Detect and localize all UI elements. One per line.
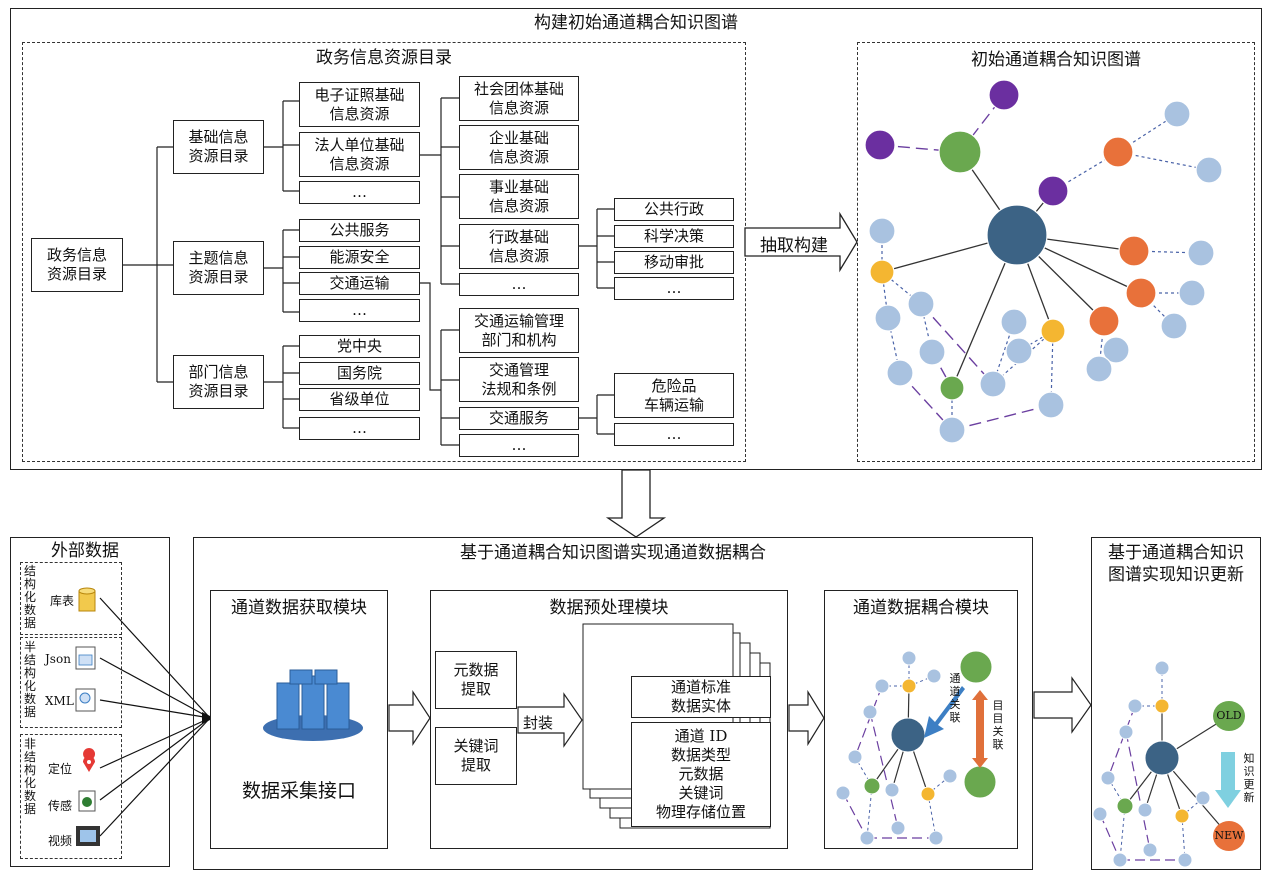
couple-module xyxy=(824,590,1018,849)
service-item: 危险品 车辆运输 xyxy=(614,373,734,418)
basic-item: 法人单位基础 信息资源 xyxy=(299,132,420,177)
catalog-root-node: 政务信息 资源目录 xyxy=(31,238,123,292)
acquire-caption: 数据采集接口 xyxy=(241,780,356,802)
admin-item: … xyxy=(614,277,734,300)
service-item: … xyxy=(614,423,734,446)
structured-label: 结构化数据 xyxy=(23,564,36,630)
extract-label: 抽取构建 xyxy=(760,236,828,256)
update-frame xyxy=(1091,537,1261,870)
json-label: Json xyxy=(45,652,71,666)
theme-item: … xyxy=(299,299,420,322)
dept-item: … xyxy=(299,417,420,440)
acquire-module xyxy=(210,590,388,849)
semi-structured-label: 半结构化数据 xyxy=(23,640,36,719)
legal-item: 行政基础 信息资源 xyxy=(459,224,579,269)
dept-item: 省级单位 xyxy=(299,388,420,411)
metadata-extract-box: 元数据 提取 xyxy=(435,651,517,709)
theme-item: 交通运输 xyxy=(299,272,420,295)
knowledge-update-label: 知识更新 xyxy=(1243,752,1255,804)
channel-relation-label: 通道关联 xyxy=(949,672,961,724)
location-label: 定位 xyxy=(48,762,73,776)
video-label: 视频 xyxy=(48,834,73,848)
entity-fields-box: 通道 ID 数据类型 元数据 关键词 物理存储位置 xyxy=(631,722,771,827)
theme-catalog-node: 主题信息 资源目录 xyxy=(173,241,264,295)
table-label: 库表 xyxy=(50,594,75,608)
transport-item: 交通管理 法规和条例 xyxy=(459,357,579,402)
basic-item: 电子证照基础 信息资源 xyxy=(299,82,420,127)
admin-item: 公共行政 xyxy=(614,198,734,221)
legal-item: 企业基础 信息资源 xyxy=(459,125,579,170)
acquire-module-title: 通道数据获取模块 xyxy=(231,598,367,618)
basic-catalog-node: 基础信息 资源目录 xyxy=(173,120,264,174)
catalog-title: 政务信息资源目录 xyxy=(316,48,452,68)
theme-item: 能源安全 xyxy=(299,246,420,269)
dept-catalog-node: 部门信息 资源目录 xyxy=(173,355,264,409)
legal-item: 事业基础 信息资源 xyxy=(459,174,579,219)
xml-label: XML xyxy=(45,694,74,708)
transport-item: 交通服务 xyxy=(459,407,579,430)
kg-panel xyxy=(857,42,1255,462)
preprocess-module-title: 数据预处理模块 xyxy=(549,598,669,618)
legal-item: 社会团体基础 信息资源 xyxy=(459,76,579,121)
kg-title: 初始通道耦合知识图谱 xyxy=(971,50,1141,70)
couple-module-title: 通道数据耦合模块 xyxy=(853,598,989,618)
transport-item: … xyxy=(459,434,579,457)
coupling-title: 基于通道耦合知识图谱实现通道数据耦合 xyxy=(460,543,766,563)
external-data-title: 外部数据 xyxy=(51,541,119,561)
basic-item: … xyxy=(299,181,420,204)
new-node-label: NEW xyxy=(1214,829,1244,842)
admin-item: 科学决策 xyxy=(614,225,734,248)
update-title: 基于通道耦合知识 图谱实现知识更新 xyxy=(1108,543,1244,585)
entity-box: 通道标准 数据实体 xyxy=(631,676,771,718)
dept-item: 国务院 xyxy=(299,362,420,385)
sensor-label: 传感 xyxy=(48,799,73,813)
admin-item: 移动审批 xyxy=(614,251,734,274)
coupling-frame xyxy=(193,537,1033,870)
keyword-extract-box: 关键词 提取 xyxy=(435,727,517,785)
old-node-label: OLD xyxy=(1216,709,1242,722)
top-section-title: 构建初始通道耦合知识图谱 xyxy=(534,13,738,33)
theme-item: 公共服务 xyxy=(299,219,420,242)
encapsulate-label: 封装 xyxy=(523,714,554,732)
dept-item: 党中央 xyxy=(299,335,420,358)
unstructured-label: 非结构化数据 xyxy=(23,737,36,816)
transport-item: 交通运输管理 部门和机构 xyxy=(459,308,579,353)
legal-item: … xyxy=(459,273,579,296)
catalog-relation-label: 目目关联 xyxy=(992,699,1004,751)
